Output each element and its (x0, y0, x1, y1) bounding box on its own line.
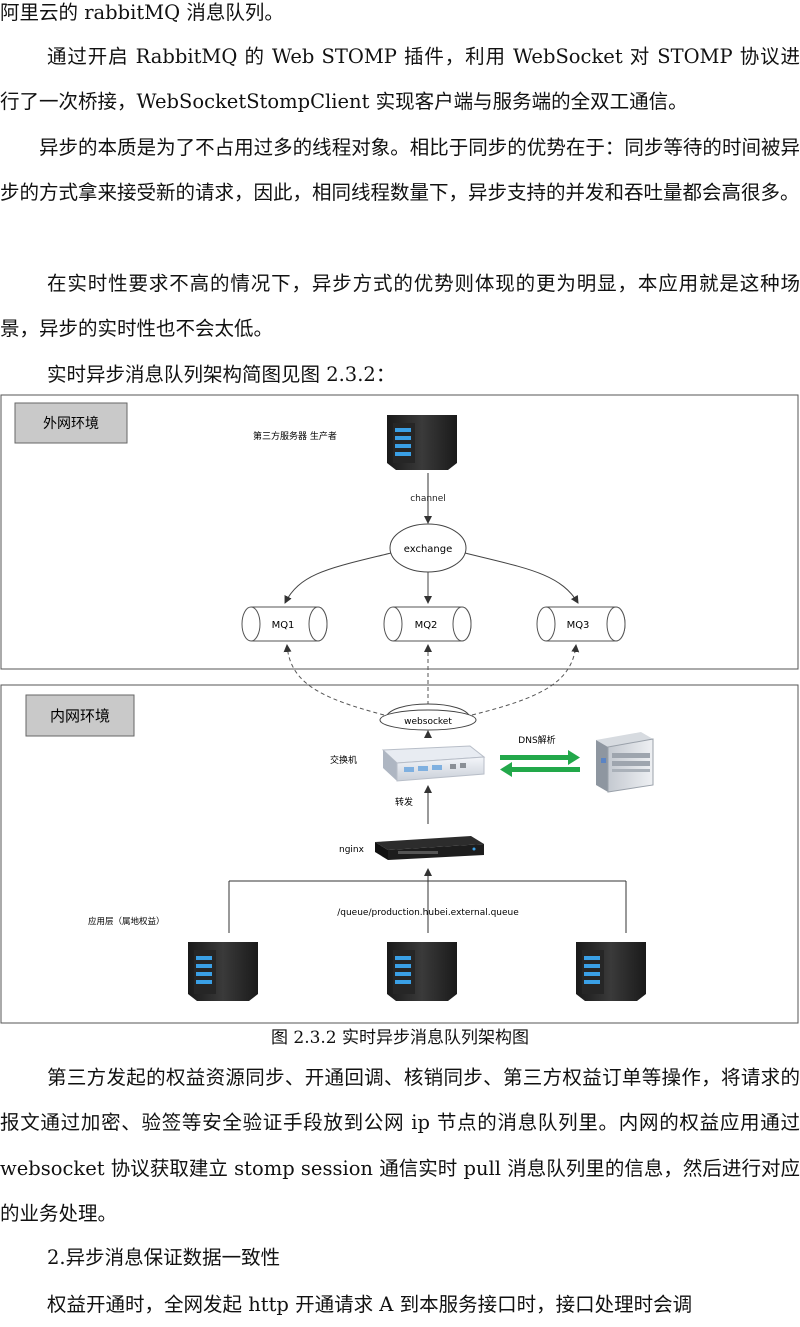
queue-path-label: /queue/production.hubei.external.queue (337, 908, 519, 918)
queue-mq3 (536, 606, 626, 642)
queue-mq3-label: MQ3 (567, 620, 590, 631)
inner-network-label: 内网环境 (50, 707, 110, 725)
app-server-icon (188, 942, 258, 1001)
exchange-label: exchange (404, 544, 453, 555)
paragraph-stomp: 通过开启 RabbitMQ 的 Web STOMP 插件，利用 WebSocke… (0, 45, 800, 114)
architecture-figure: 外网环境 第三方服务器 生产者 channel exchange MQ1 MQ2… (0, 393, 800, 1025)
dns-label: DNS解析 (518, 734, 555, 746)
paragraph-realtime: 在实时性要求不高的情况下，异步方式的优势则体现的更为明显，本应用就是这种场景，异… (0, 272, 800, 341)
queue-mq1-label: MQ1 (272, 620, 295, 631)
nginx-label: nginx (339, 845, 365, 855)
app-layer-label: 应用层（属地权益） (88, 916, 165, 927)
paragraph-async: 异步的本质是为了不占用过多的线程对象。相比于同步的优势在于：同步等待的时间被异步… (0, 136, 800, 205)
dns-server-icon (596, 732, 654, 793)
outer-network-label-box (14, 402, 128, 444)
channel-label: channel (410, 494, 446, 504)
network-switch-icon (381, 745, 486, 782)
paragraph-figure-ref: 实时异步消息队列架构简图见图 2.3.2： (47, 363, 396, 386)
dns-arrows-icon (500, 750, 580, 777)
queue-mq2 (383, 606, 472, 642)
paragraph-activation: 权益开通时，全网发起 http 开通请求 A 到本服务接口时，接口处理时会调 (47, 1293, 693, 1316)
nginx-server-icon (375, 836, 484, 860)
section-heading: 2.异步消息保证数据一致性 (47, 1246, 281, 1269)
figure-caption: 图 2.3.2 实时异步消息队列架构图 (270, 1028, 530, 1048)
inner-network-label-box (25, 694, 135, 737)
websocket-label: websocket (404, 717, 452, 727)
switch-label: 交换机 (330, 754, 357, 766)
producer-server-icon (387, 415, 457, 470)
forward-label: 转发 (395, 796, 413, 808)
app-server-icon (576, 942, 646, 1001)
app-server-icon (387, 942, 457, 1001)
inner-network-box (0, 684, 799, 1024)
queue-mq1 (241, 606, 328, 642)
paragraph-third-party: 第三方发起的权益资源同步、开通回调、核销同步、第三方权益订单等操作，将请求的报文… (0, 1066, 800, 1225)
outer-network-label: 外网环境 (43, 416, 99, 432)
producer-label: 第三方服务器 生产者 (253, 430, 337, 442)
queue-mq2-label: MQ2 (415, 620, 438, 631)
paragraph-intro-tail: 阿里云的 rabbitMQ 消息队列。 (0, 1, 284, 24)
